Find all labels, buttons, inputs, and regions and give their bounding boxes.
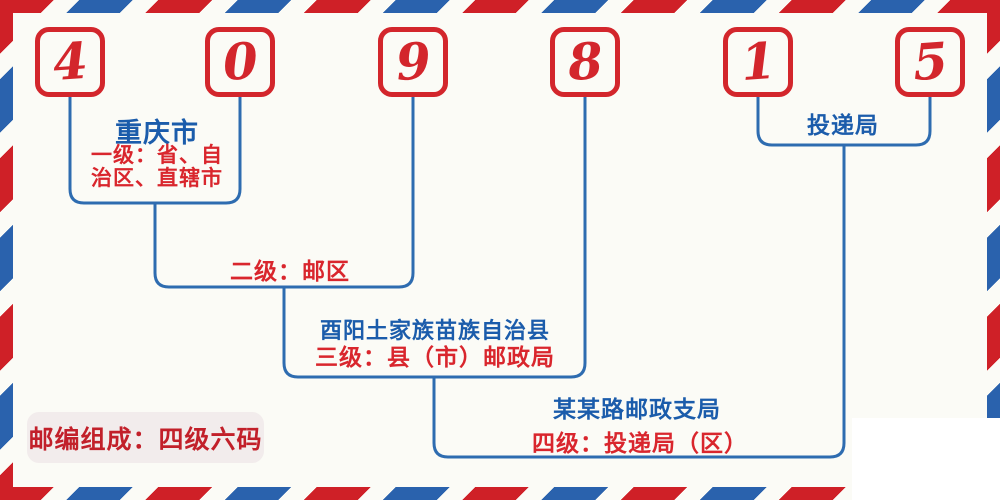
label-level1-desc-line1: 一级：省、自 — [91, 144, 223, 167]
label-level3-desc: 三级：县（市）邮政局 — [315, 344, 555, 370]
digit-1: 4 — [50, 30, 90, 93]
airmail-border-bottom — [0, 487, 1000, 500]
airmail-border-right — [987, 0, 1000, 500]
label-level4-place: 某某路邮政支局 — [553, 396, 721, 422]
label-delivery-office: 投递局 — [807, 112, 879, 138]
airmail-border-left — [0, 0, 13, 500]
digit-3: 9 — [393, 30, 433, 93]
digit-box-4: 8 — [550, 27, 620, 97]
label-level4-desc: 四级：投递局（区） — [532, 430, 748, 456]
digit-6: 5 — [910, 30, 950, 93]
composition-badge: 邮编组成：四级六码 — [27, 412, 264, 463]
digit-4: 8 — [565, 30, 605, 93]
bracket-level4 — [432, 143, 846, 459]
digit-box-1: 4 — [35, 27, 105, 97]
airmail-border-top — [0, 0, 1000, 13]
digit-box-6: 5 — [895, 27, 965, 97]
digit-box-2: 0 — [205, 27, 275, 97]
bracket-delivery — [756, 95, 932, 147]
label-level3-place: 酉阳土家族苗族自治县 — [319, 318, 551, 343]
blank-corner-patch — [852, 418, 1000, 500]
label-level2-desc: 二级：邮区 — [230, 258, 350, 284]
composition-badge-text: 邮编组成：四级六码 — [28, 426, 263, 454]
label-level1-place: 重庆市 — [115, 118, 199, 148]
digit-2: 0 — [220, 30, 260, 93]
label-level1-desc-line2: 治区、直辖市 — [91, 167, 223, 190]
digit-5: 1 — [738, 30, 778, 93]
label-level1-desc: 一级：省、自 治区、直辖市 — [91, 144, 223, 190]
digit-box-5: 1 — [723, 27, 793, 97]
digit-box-3: 9 — [378, 27, 448, 97]
